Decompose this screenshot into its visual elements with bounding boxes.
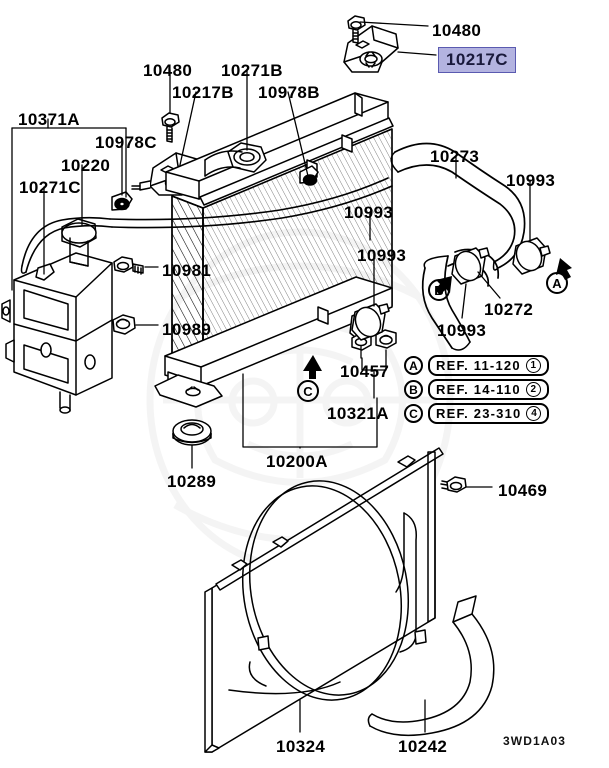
part-10324-shroud [204, 447, 444, 753]
part-label-10993: 10993 [344, 203, 394, 222]
part-label-10993: 10993 [437, 321, 487, 340]
part-10200a-radiator [154, 92, 394, 408]
bolt-10480-top [347, 15, 366, 44]
part-label-10321A: 10321A [327, 404, 389, 423]
part-label-10989: 10989 [162, 320, 212, 339]
part-label-10371A: 10371A [18, 110, 80, 129]
reference-box-C[interactable]: REF. 23-310 4 [428, 403, 550, 424]
part-label-10200A: 10200A [266, 452, 328, 471]
reference-key-C: C [404, 404, 423, 423]
reference-text-C: REF. 23-310 [436, 406, 522, 421]
reference-box-A[interactable]: REF. 11-120 1 [428, 355, 549, 376]
part-label-10981: 10981 [162, 261, 212, 280]
reference-text-B: REF. 14-110 [436, 382, 521, 397]
part-10321a-cap [375, 329, 397, 349]
reference-key-A: A [404, 356, 423, 375]
part-10371a-reservoir [1, 218, 113, 414]
reference-num-A: 1 [525, 358, 541, 373]
part-label-10978B: 10978B [258, 83, 320, 102]
part-label-10217C[interactable]: 10217C [438, 47, 516, 73]
diagram-code: 3WD1A03 [503, 734, 567, 748]
part-label-10993: 10993 [506, 171, 556, 190]
part-label-10993: 10993 [357, 246, 407, 265]
part-10978c-clip [111, 191, 133, 211]
part-label-10242: 10242 [398, 737, 448, 756]
callout-mark-A: A [546, 272, 568, 294]
part-10272-hose [421, 247, 500, 351]
reference-num-B: 2 [525, 382, 541, 397]
part-10271c-hose [20, 177, 393, 281]
part-10242-duct [367, 595, 495, 737]
part-label-10289: 10289 [167, 472, 217, 491]
bolt-10480-mid [161, 112, 180, 143]
part-label-10273: 10273 [430, 147, 480, 166]
reference-num-C: 4 [526, 406, 542, 421]
part-10289-cushion [172, 419, 212, 446]
part-10993-clamp-outlet [351, 303, 390, 341]
callout-mark-C: C [297, 380, 319, 402]
part-label-10324: 10324 [276, 737, 326, 756]
reference-row-B[interactable]: B REF. 14-110 2 [404, 379, 549, 400]
callout-mark-B: B [428, 279, 450, 301]
part-10978b-clip [299, 165, 319, 186]
part-label-10272: 10272 [484, 300, 534, 319]
part-label-10469: 10469 [498, 481, 548, 500]
part-label-10480: 10480 [143, 61, 193, 80]
reference-box-B[interactable]: REF. 14-110 2 [428, 379, 549, 400]
part-10273-hose [390, 142, 551, 275]
part-10981-bolt [113, 256, 144, 275]
part-label-10220: 10220 [61, 156, 111, 175]
part-label-10978C: 10978C [95, 133, 157, 152]
part-10989-cushion [112, 314, 136, 335]
reference-key-B: B [404, 380, 423, 399]
part-label-10457: 10457 [340, 362, 390, 381]
part-label-10480: 10480 [432, 21, 482, 40]
leader-lines [11, 21, 531, 733]
part-label-10271C: 10271C [19, 178, 81, 197]
part-label-10271B: 10271B [221, 61, 283, 80]
reference-text-A: REF. 11-120 [436, 358, 521, 373]
part-label-10217B: 10217B [172, 83, 234, 102]
reference-row-A[interactable]: A REF. 11-120 1 [404, 355, 549, 376]
reference-row-C[interactable]: C REF. 23-310 4 [404, 403, 550, 424]
